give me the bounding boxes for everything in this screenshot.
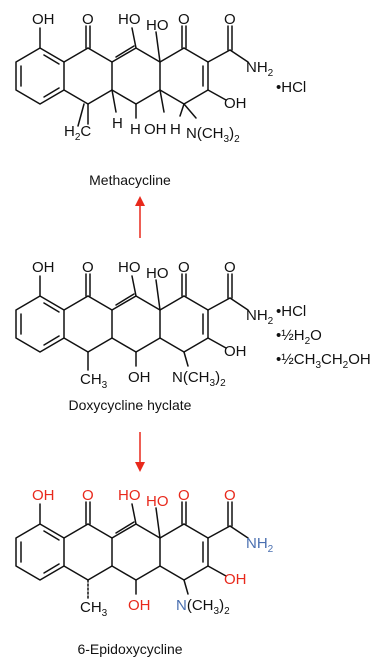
- compound-name-methacycline: Methacycline: [89, 172, 171, 188]
- amide-o-label: O: [224, 259, 236, 276]
- oh-label: OH: [32, 11, 55, 28]
- structure-methacycline: OH O HO HO O O NH2 •HCl OH H2C H H OH H …: [15, 11, 306, 188]
- arrow-up: [135, 196, 145, 238]
- skeleton-bonds: [15, 25, 249, 127]
- ho-label: HO: [146, 17, 169, 34]
- salt-label: •HCl: [276, 79, 306, 96]
- oh-label: OH: [32, 487, 55, 504]
- h-label: H: [130, 121, 141, 138]
- ho-label: HO: [118, 11, 141, 28]
- skeleton-bonds: [15, 273, 249, 371]
- arrow-down: [135, 432, 145, 472]
- oh-label: OH: [224, 343, 247, 360]
- oh-label: OH: [224, 95, 247, 112]
- nh2-label: NH2: [246, 307, 274, 327]
- ketone-label: O: [178, 259, 190, 276]
- methyl-label: CH3: [80, 599, 108, 619]
- salt-label: •HCl: [276, 303, 306, 320]
- nh2-label: NH2: [246, 535, 274, 555]
- ho-label: HO: [146, 265, 169, 282]
- ho-label: HO: [118, 259, 141, 276]
- dimethylamino-label: N(CH3)2: [172, 369, 226, 389]
- h-label: H: [112, 115, 123, 132]
- oh-label: OH: [32, 259, 55, 276]
- ho-label: HO: [146, 493, 169, 510]
- ho-label: HO: [118, 487, 141, 504]
- ketone-label: O: [178, 11, 190, 28]
- compound-name-doxycycline-hyclate: Doxycycline hyclate: [69, 397, 192, 413]
- nh2-label: NH2: [246, 59, 274, 79]
- skeleton-bonds: [15, 501, 249, 599]
- compound-name-6-epidoxycycline: 6-Epidoxycycline: [77, 641, 182, 657]
- h2c-label: H2C: [64, 123, 91, 143]
- ketone-label: O: [82, 487, 94, 504]
- ketone-label: O: [178, 487, 190, 504]
- salt-label: •½CH3CH2OH: [276, 351, 371, 371]
- amide-o-label: O: [224, 487, 236, 504]
- structure-6-epidoxycycline: OH O HO HO O O NH2 OH CH3 OH N(CH3)2 6-E…: [15, 487, 274, 657]
- oh-label: OH: [224, 571, 247, 588]
- dimethylamino-label: N(CH3)2: [176, 597, 230, 617]
- oh-label: OH: [144, 121, 167, 138]
- amide-o-label: O: [224, 11, 236, 28]
- oh-label: OH: [128, 369, 151, 386]
- methyl-label: CH3: [80, 371, 108, 391]
- ketone-label: O: [82, 11, 94, 28]
- h-label: H: [170, 121, 181, 138]
- oh-label: OH: [128, 597, 151, 614]
- ketone-label: O: [82, 259, 94, 276]
- structure-doxycycline-hyclate: OH O HO HO O O NH2 OH CH3 OH N(CH3)2 •HC…: [15, 259, 371, 413]
- salt-label: •½H2O: [276, 327, 322, 347]
- dimethylamino-label: N(CH3)2: [186, 125, 240, 145]
